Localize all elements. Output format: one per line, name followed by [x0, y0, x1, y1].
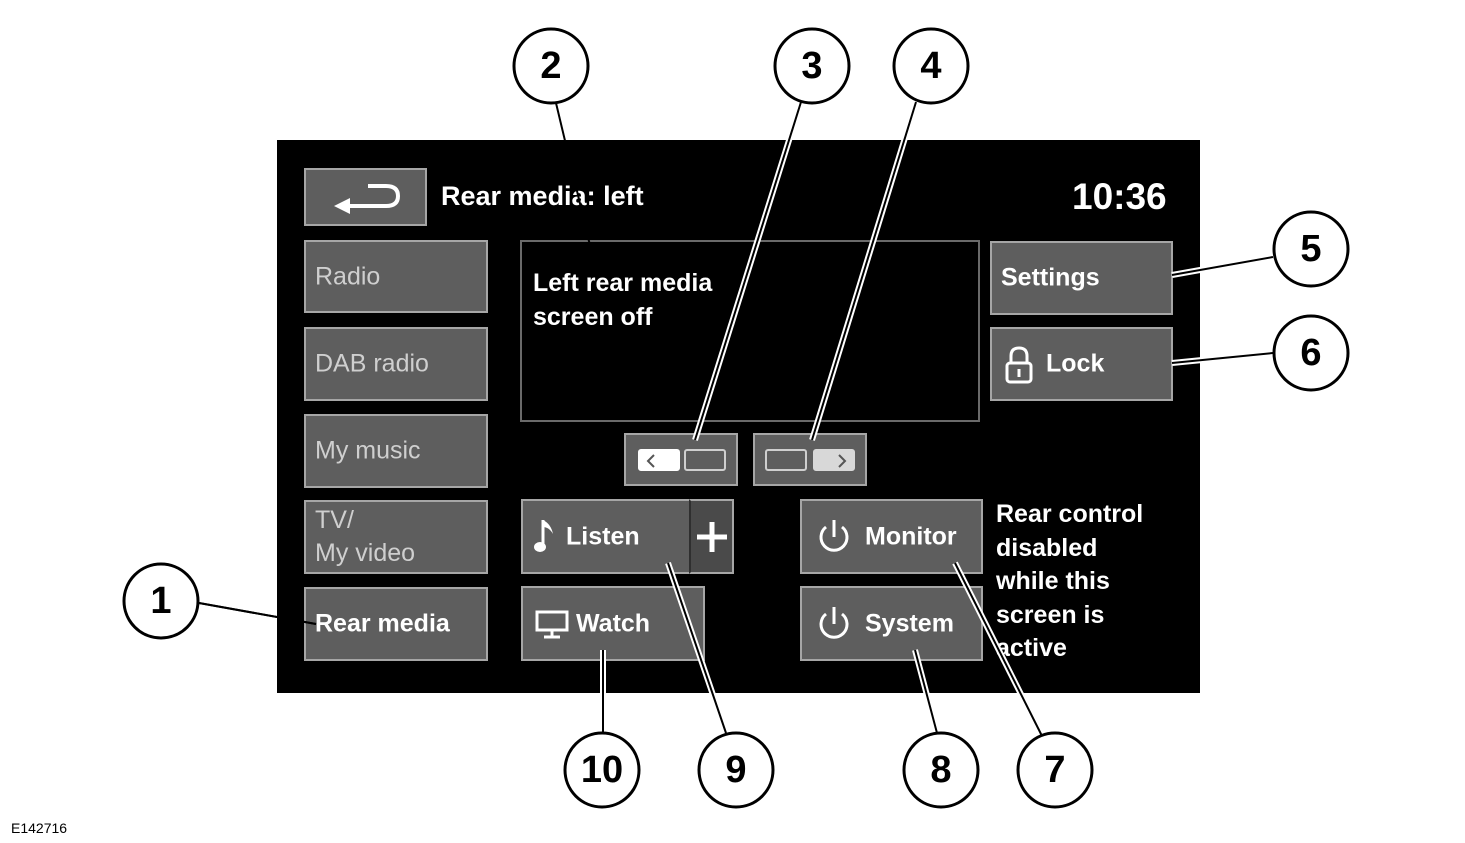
- page-indicator-segment: [765, 449, 807, 471]
- system-button[interactable]: System: [800, 586, 983, 661]
- pager-right-button[interactable]: [753, 433, 867, 486]
- callout-5: 5: [1300, 228, 1322, 270]
- sidebar-item-label: DAB radio: [315, 349, 429, 378]
- music-note-icon: [534, 520, 553, 552]
- monitor-screen-icon: [535, 610, 569, 639]
- notice-line: Rear control: [996, 500, 1144, 528]
- rear-control-notice: Rear control disabled while this screen …: [996, 498, 1186, 666]
- plus-icon: [697, 522, 727, 552]
- settings-label: Settings: [1001, 263, 1100, 292]
- chevron-left-icon: [638, 449, 680, 471]
- sidebar-item-label: Rear media: [315, 609, 450, 638]
- sidebar-item-radio[interactable]: Radio: [304, 240, 488, 313]
- listen-label: Listen: [566, 522, 640, 550]
- info-message: Left rear media screen off: [533, 266, 763, 334]
- system-label: System: [865, 609, 954, 637]
- sidebar-item-label: TV/ My video: [315, 504, 415, 570]
- listen-button[interactable]: Listen: [521, 499, 693, 574]
- page-indicator-segment: [684, 449, 726, 471]
- callout-4: 4: [920, 45, 942, 87]
- padlock-icon: [1005, 346, 1033, 384]
- chevron-right-icon: [813, 449, 855, 471]
- callout-2: 2: [540, 45, 562, 87]
- page-title: Rear media: left: [441, 181, 644, 211]
- callout-1: 1: [150, 580, 172, 622]
- callout-10: 10: [580, 749, 624, 791]
- notice-line: active: [996, 634, 1067, 662]
- clock: 10:36: [1072, 176, 1167, 217]
- back-button[interactable]: [304, 168, 427, 226]
- callout-3: 3: [801, 45, 823, 87]
- sidebar-item-label: Radio: [315, 262, 381, 290]
- back-arrow-icon: [334, 184, 401, 214]
- notice-line: screen is: [996, 600, 1105, 629]
- sidebar-item-rear-media[interactable]: Rear media: [304, 587, 488, 661]
- lock-label: Lock: [1046, 349, 1105, 378]
- power-icon: [819, 607, 849, 639]
- power-icon: [819, 520, 849, 552]
- figure-code: E142716: [11, 820, 68, 836]
- sidebar-item-label-line2: My video: [315, 539, 416, 567]
- pager-left-button[interactable]: [624, 433, 738, 486]
- notice-line: disabled: [996, 533, 1098, 562]
- callout-7: 7: [1044, 749, 1066, 791]
- callout-9: 9: [725, 749, 747, 791]
- callout-8: 8: [930, 749, 952, 791]
- add-favourite-button[interactable]: [689, 499, 734, 574]
- sidebar-item-label: My music: [315, 436, 421, 465]
- sidebar-item-label-line1: TV/: [315, 506, 354, 534]
- info-line-1: Left rear media: [533, 269, 713, 297]
- sidebar-item-my-music[interactable]: My music: [304, 414, 488, 488]
- lock-button[interactable]: Lock: [990, 327, 1173, 401]
- monitor-label: Monitor: [865, 522, 957, 550]
- watch-button[interactable]: Watch: [521, 586, 705, 661]
- monitor-button[interactable]: Monitor: [800, 499, 983, 574]
- notice-line: while this: [996, 567, 1110, 595]
- watch-label: Watch: [576, 609, 651, 637]
- sidebar-item-dab-radio[interactable]: DAB radio: [304, 327, 488, 401]
- sidebar-item-tv-my-video[interactable]: TV/ My video: [304, 500, 488, 574]
- info-line-2: screen off: [533, 303, 653, 331]
- callout-6: 6: [1300, 332, 1322, 374]
- settings-button[interactable]: Settings: [990, 241, 1173, 315]
